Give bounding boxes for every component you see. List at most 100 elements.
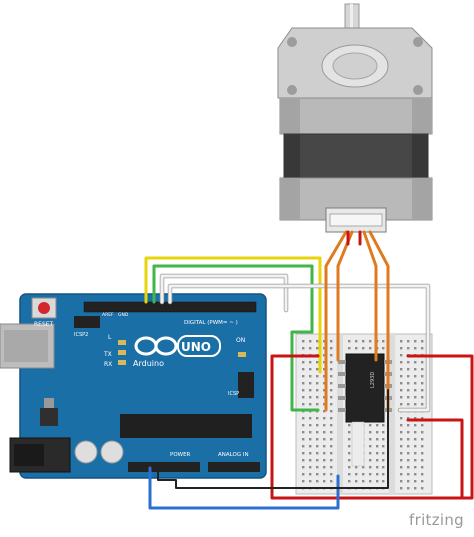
breadboard-hole [323, 480, 326, 483]
breadboard-hole [400, 382, 403, 385]
breadboard-hole [330, 445, 333, 448]
breadboard-hole [407, 466, 410, 469]
fritzing-brand: fritzing [409, 511, 464, 529]
breadboard-hole [421, 403, 424, 406]
breadboard-hole [421, 438, 424, 441]
on-label: ON [236, 337, 245, 344]
uno-logo-text: UNO [181, 340, 211, 354]
breadboard-hole [302, 340, 305, 343]
breadboard-hole [421, 340, 424, 343]
breadboard-hole [330, 417, 333, 420]
breadboard-hole [362, 480, 365, 483]
breadboard-hole [323, 382, 326, 385]
breadboard-hole [302, 389, 305, 392]
breadboard-hole [382, 431, 385, 434]
breadboard-hole [382, 473, 385, 476]
breadboard-hole [400, 340, 403, 343]
breadboard-hole [400, 452, 403, 455]
breadboard-hole [348, 459, 351, 462]
breadboard-hole [330, 382, 333, 385]
breadboard-hole [330, 459, 333, 462]
tx-label: TX [103, 351, 112, 358]
breadboard-hole [302, 396, 305, 399]
breadboard-hole [376, 445, 379, 448]
breadboard-hole [414, 403, 417, 406]
stepper-motor [277, 3, 433, 233]
breadboard-hole [407, 438, 410, 441]
breadboard-hole [302, 445, 305, 448]
breadboard-hole [330, 424, 333, 427]
breadboard-hole [316, 473, 319, 476]
breadboard-hole [362, 466, 365, 469]
breadboard-hole [323, 452, 326, 455]
arduino-logo-icon [134, 336, 178, 356]
blue-wire [148, 466, 340, 510]
breadboard-hole [316, 340, 319, 343]
breadboard-hole [421, 361, 424, 364]
breadboard-hole [316, 438, 319, 441]
breadboard-hole [369, 431, 372, 434]
breadboard-hole [421, 375, 424, 378]
breadboard-hole [414, 382, 417, 385]
breadboard-hole [382, 466, 385, 469]
breadboard-hole [302, 368, 305, 371]
breadboard-hole [309, 473, 312, 476]
breadboard-hole [348, 480, 351, 483]
breadboard-hole [323, 466, 326, 469]
breadboard-hole [369, 438, 372, 441]
breadboard-hole [407, 424, 410, 427]
breadboard-hole [355, 473, 358, 476]
breadboard-hole [382, 459, 385, 462]
breadboard-hole [348, 452, 351, 455]
breadboard-hole [369, 473, 372, 476]
breadboard-hole [421, 431, 424, 434]
breadboard-hole [302, 459, 305, 462]
breadboard-hole [348, 347, 351, 350]
breadboard-hole [302, 473, 305, 476]
breadboard-hole [330, 431, 333, 434]
breadboard-hole [382, 445, 385, 448]
breadboard-hole [302, 466, 305, 469]
breadboard-hole [421, 382, 424, 385]
red-wire-power-left [270, 354, 474, 500]
breadboard-hole [400, 396, 403, 399]
breadboard-hole [414, 347, 417, 350]
breadboard-hole [400, 466, 403, 469]
breadboard-hole [309, 438, 312, 441]
breadboard-hole [400, 361, 403, 364]
breadboard-hole [309, 382, 312, 385]
rx-label: RX [104, 361, 112, 368]
yellow-wire [144, 256, 322, 374]
breadboard-hole [407, 473, 410, 476]
breadboard-hole [316, 424, 319, 427]
breadboard-hole [414, 459, 417, 462]
breadboard-hole [400, 459, 403, 462]
breadboard-hole [400, 480, 403, 483]
breadboard-hole [330, 452, 333, 455]
breadboard-hole [407, 452, 410, 455]
breadboard-hole [316, 396, 319, 399]
breadboard-hole [323, 459, 326, 462]
breadboard-hole [407, 389, 410, 392]
breadboard-hole [355, 347, 358, 350]
breadboard-hole [414, 417, 417, 420]
breadboard-hole [355, 480, 358, 483]
breadboard-hole [316, 452, 319, 455]
breadboard-hole [323, 375, 326, 378]
breadboard-hole [369, 340, 372, 343]
breadboard-hole [348, 466, 351, 469]
breadboard-hole [355, 466, 358, 469]
breadboard-hole [316, 403, 319, 406]
green-wire [152, 264, 314, 334]
breadboard-hole [330, 466, 333, 469]
breadboard-hole [355, 340, 358, 343]
breadboard-hole [414, 389, 417, 392]
breadboard-hole [323, 368, 326, 371]
breadboard-hole [316, 431, 319, 434]
breadboard-hole [316, 382, 319, 385]
breadboard-hole [407, 361, 410, 364]
breadboard-hole [309, 424, 312, 427]
breadboard-hole [309, 452, 312, 455]
breadboard-hole [348, 431, 351, 434]
breadboard-hole [302, 452, 305, 455]
